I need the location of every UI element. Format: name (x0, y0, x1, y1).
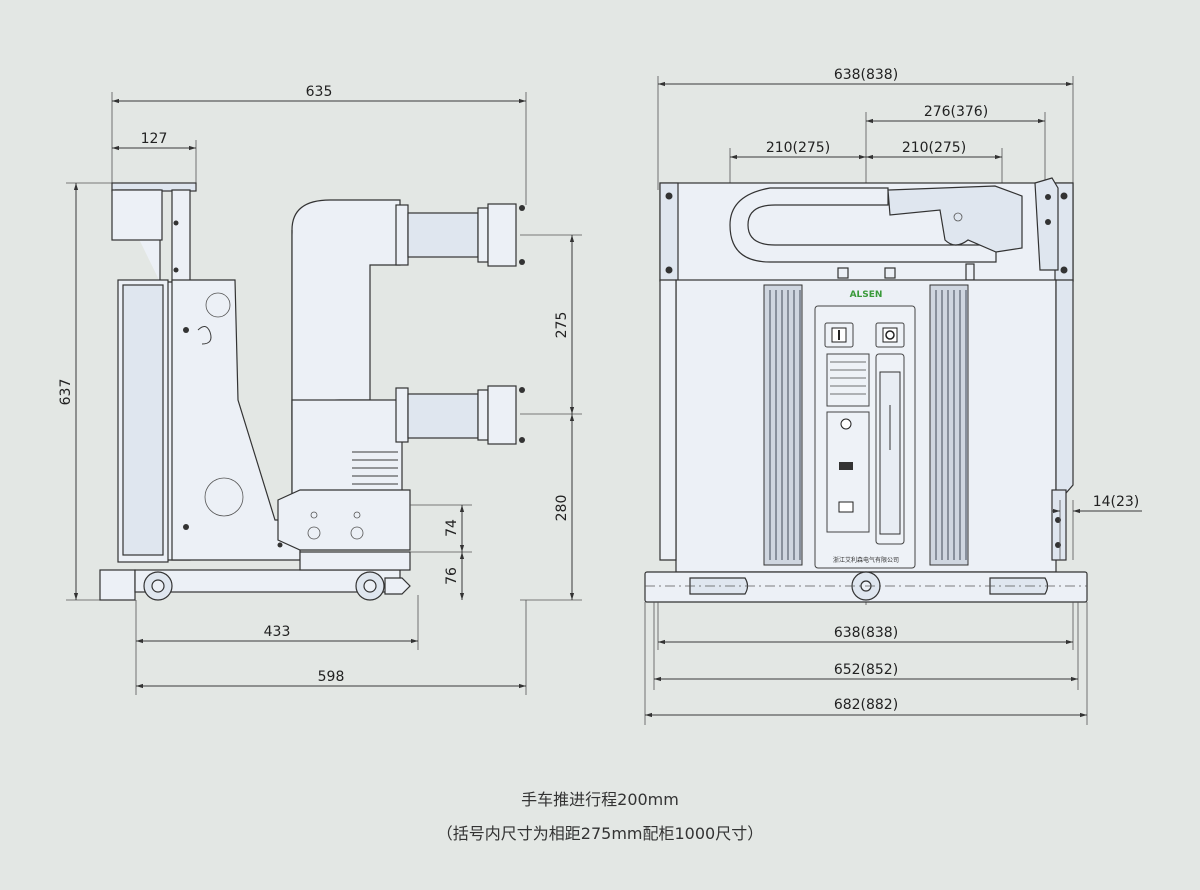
brand-logo: ALSEN (850, 290, 883, 300)
dim-front-682: 682(882) (644, 602, 1088, 725)
vent-right (929, 284, 969, 566)
side-base (99, 551, 411, 601)
dim-433: 433 (135, 595, 419, 695)
dim-275-side: 275 (520, 234, 582, 415)
dim-637: 637 (58, 182, 116, 601)
dim-label-front-682: 682(882) (834, 697, 898, 713)
dim-label-210-left: 210(275) (766, 140, 830, 156)
company-name: 浙江艾利森电气有限公司 (833, 556, 899, 564)
dim-front-top: 638(838) (657, 67, 1074, 190)
dim-label-74: 74 (444, 519, 460, 537)
vent-left (763, 284, 803, 566)
dim-280: 280 (520, 414, 582, 601)
dim-front-638: 638(838) (657, 602, 1074, 650)
dim-label-front-top: 638(838) (834, 67, 898, 83)
dim-label-76: 76 (444, 567, 460, 585)
dim-label-635: 635 (306, 84, 333, 100)
dim-210-right: 210(275) (866, 140, 1003, 185)
dim-635: 635 (111, 84, 527, 205)
dim-label-14: 14(23) (1093, 494, 1140, 510)
caption-travel: 手车推进行程200mm (521, 790, 679, 809)
dim-label-210-right: 210(275) (902, 140, 966, 156)
side-poles (277, 199, 525, 551)
dim-label-280: 280 (554, 495, 570, 522)
dim-front-652: 652(852) (653, 602, 1079, 690)
side-view: 635 127 637 (58, 84, 582, 695)
dim-label-276: 276(376) (924, 104, 988, 120)
dim-label-637: 637 (58, 379, 74, 406)
dim-label-front-652: 652(852) (834, 662, 898, 678)
front-housing: ALSEN 浙江艾利森电气有限公司 (644, 177, 1088, 603)
dim-label-598: 598 (318, 669, 345, 685)
dim-label-127: 127 (141, 131, 168, 147)
dim-14: 14(23) (1052, 494, 1142, 560)
dim-label-433: 433 (264, 624, 291, 640)
side-frame (111, 182, 301, 563)
front-view: 638(838) 276(376) 210(275) 210(275) (644, 67, 1142, 725)
dim-598: 598 (136, 600, 527, 695)
dim-label-front-638: 638(838) (834, 625, 898, 641)
dim-label-275: 275 (554, 312, 570, 339)
dim-76: 76 (444, 552, 465, 600)
caption-note: （括号内尺寸为相距275mm配柜1000尺寸） (436, 824, 764, 843)
dim-74: 74 (410, 504, 472, 553)
dim-127: 127 (112, 131, 197, 190)
